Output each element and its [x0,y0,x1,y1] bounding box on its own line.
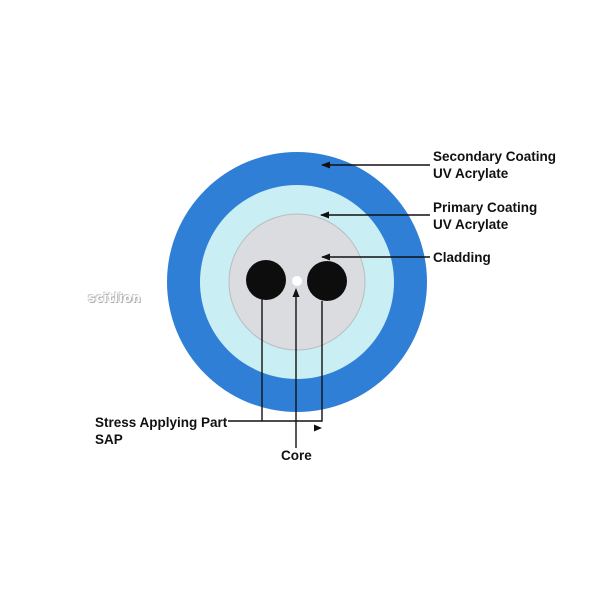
arrowhead-cladding [321,253,330,261]
label-sap-line1: Stress Applying Part [95,415,228,430]
label-cladding: Cladding [433,250,491,265]
leader-sap [228,301,323,422]
arrowhead-secondary-coating [321,161,330,169]
stress-applying-part-right [307,261,347,301]
arrowhead-core [292,288,300,297]
label-core: Core [281,448,312,463]
stress-applying-part-left [246,260,286,300]
core-dot [292,276,302,286]
label-secondary-coating-line1: Secondary Coating [433,149,557,164]
label-primary-coating-line1: Primary Coating [433,200,538,215]
arrowhead-sap [314,424,322,432]
label-stress-applying-part: Stress Applying Part SAP [95,414,227,448]
label-secondary-coating-line2: UV Acrylate [433,166,509,181]
leader-lines [228,164,430,448]
label-primary-coating: Primary Coating UV Acrylate [433,199,537,233]
arrowheads [292,161,330,432]
label-secondary-coating: Secondary Coating UV Acrylate [433,148,556,182]
arrowhead-primary-coating [320,211,329,219]
watermark: scitlion [88,291,142,305]
label-sap-line2: SAP [95,432,123,447]
label-primary-coating-line2: UV Acrylate [433,217,509,232]
